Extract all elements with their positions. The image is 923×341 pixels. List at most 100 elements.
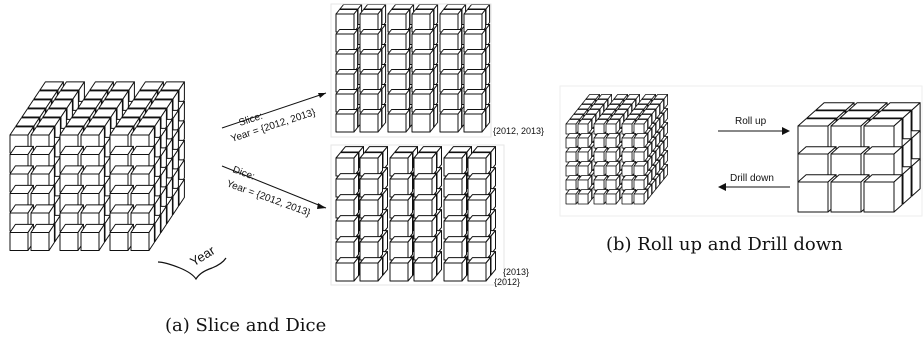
cube-face	[621, 151, 633, 163]
cube-face	[377, 29, 383, 53]
cube-face	[593, 123, 605, 135]
cube-face	[481, 69, 487, 93]
cube-face	[830, 181, 862, 213]
caption-b: (b) Roll up and Drill down	[606, 234, 843, 255]
cube-face	[411, 113, 431, 133]
roll-up-label: Roll up	[735, 116, 767, 127]
cube-face	[109, 232, 129, 251]
cube-face	[577, 137, 589, 149]
cube-face	[577, 179, 589, 191]
cube-face	[577, 123, 589, 135]
cube-face	[335, 113, 355, 133]
cube-face	[387, 113, 407, 133]
cube-face	[429, 109, 435, 133]
cube-face	[405, 9, 411, 33]
cube-face	[605, 123, 617, 135]
cube-face	[485, 4, 491, 28]
cube-face	[565, 165, 577, 177]
cube-face	[405, 89, 411, 113]
source-data-cube	[9, 81, 185, 251]
cube-face	[605, 151, 617, 163]
roll-up-arrowhead	[782, 127, 790, 135]
dice-side-label-back: {2012}	[494, 277, 520, 287]
cube-face	[353, 89, 359, 113]
dice-panel-frame	[330, 144, 505, 286]
cube-face	[485, 24, 491, 48]
cube-face	[621, 123, 633, 135]
cube-face	[911, 158, 921, 197]
cube-face	[481, 89, 487, 113]
dice-arrow	[221, 165, 327, 209]
slice-result-cube	[335, 4, 491, 133]
cube-face	[621, 165, 633, 177]
cube-face	[565, 123, 577, 135]
cube-face	[439, 113, 459, 133]
cube-face	[377, 109, 383, 133]
cube-face	[457, 29, 463, 53]
cube-face	[565, 179, 577, 191]
cube-face	[467, 262, 487, 282]
cube-face	[633, 137, 645, 149]
cube-face	[577, 165, 589, 177]
cube-face	[485, 84, 491, 108]
cube-face	[359, 262, 379, 282]
cube-face	[593, 165, 605, 177]
cube-face	[565, 137, 577, 149]
cube-face	[429, 69, 435, 93]
cube-face	[457, 69, 463, 93]
cube-face	[593, 151, 605, 163]
cube-face	[80, 232, 100, 251]
cube-face	[405, 29, 411, 53]
cube-face	[433, 4, 439, 28]
cube-face	[633, 123, 645, 135]
cube-face	[457, 109, 463, 133]
cube-face	[405, 109, 411, 133]
roll-panel-frame	[559, 85, 923, 217]
cube-face	[30, 232, 50, 251]
cube-face	[130, 232, 150, 251]
year-brace	[157, 257, 227, 281]
year-axis-label: Year	[187, 242, 218, 269]
cube-face	[577, 193, 589, 205]
cube-face	[443, 262, 463, 282]
cube-face	[429, 9, 435, 33]
cube-face	[381, 24, 387, 48]
cube-face	[605, 193, 617, 205]
cube-face	[593, 193, 605, 205]
cube-face	[593, 137, 605, 149]
cube-face	[481, 29, 487, 53]
cube-face	[389, 262, 409, 282]
cube-face	[863, 181, 895, 213]
slice-side-label: {2012, 2013}	[493, 126, 544, 136]
cube-face	[457, 49, 463, 73]
cube-face	[413, 262, 433, 282]
cube-face	[633, 151, 645, 163]
dice-side-label-front: {2013}	[503, 267, 529, 277]
cube-face	[621, 193, 633, 205]
cube-face	[381, 4, 387, 28]
cube-face	[485, 104, 491, 128]
cube-face	[433, 64, 439, 88]
slice-arrow	[221, 92, 327, 129]
cube-face	[353, 9, 359, 33]
drill-down-arrowhead	[718, 183, 726, 191]
cube-face	[353, 29, 359, 53]
cube-face	[605, 165, 617, 177]
cube-face	[381, 104, 387, 128]
cube-face	[381, 64, 387, 88]
cube-face	[9, 232, 29, 251]
cube-face	[429, 29, 435, 53]
slice-panel-frame	[330, 3, 492, 138]
cube-face	[463, 113, 483, 133]
cube-face	[405, 49, 411, 73]
cube-face	[335, 262, 355, 282]
cube-face	[429, 49, 435, 73]
cube-face	[633, 193, 645, 205]
slice-arrowhead	[318, 93, 326, 98]
cube-face	[621, 137, 633, 149]
cube-face	[902, 166, 912, 205]
dice-arrowhead	[317, 203, 326, 209]
cube-face	[377, 49, 383, 73]
cube-face	[633, 165, 645, 177]
